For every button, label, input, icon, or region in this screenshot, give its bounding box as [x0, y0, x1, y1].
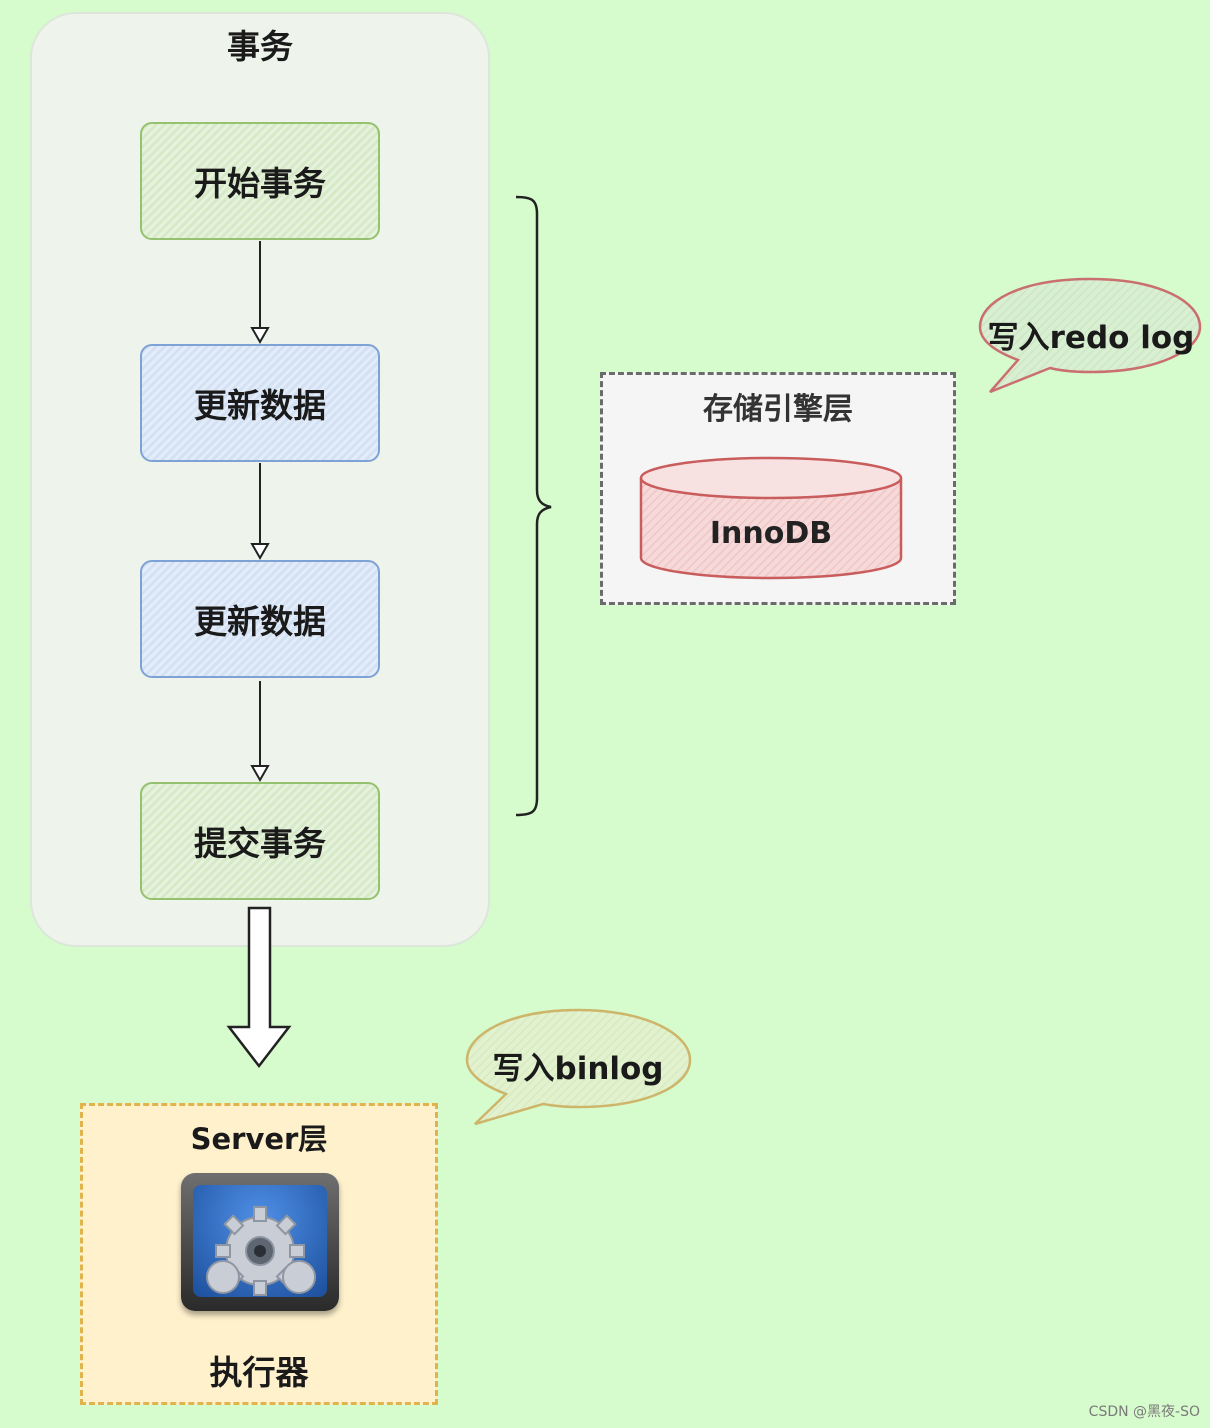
binlog-callout-text: 写入binlog	[492, 1051, 664, 1087]
server-layer-title: Server层	[190, 1122, 328, 1156]
step-label: 开始事务	[194, 164, 326, 203]
step-update-data-1: 更新数据	[140, 344, 380, 462]
storage-engine-layer-title: 存储引擎层	[703, 392, 853, 427]
connector-update-to-update	[250, 463, 270, 561]
redo-log-callout	[978, 277, 1202, 394]
step-update-data-2: 更新数据	[140, 560, 380, 678]
innodb-database	[639, 456, 903, 580]
watermark: CSDN @黑夜-SO	[1088, 1404, 1200, 1420]
step-label: 更新数据	[194, 386, 326, 425]
gear-icon	[181, 1173, 339, 1311]
transaction-brace	[515, 195, 552, 817]
executor-label: 执行器	[209, 1353, 309, 1392]
transaction-group-title: 事务	[227, 27, 293, 66]
step-commit-transaction: 提交事务	[140, 782, 380, 900]
connector-begin-to-update	[250, 241, 270, 345]
arrow-to-server-layer	[226, 906, 292, 1069]
redo-log-callout-text: 写入redo log	[987, 320, 1195, 356]
connector-update-to-commit	[250, 681, 270, 783]
step-label: 更新数据	[194, 602, 326, 641]
binlog-callout	[465, 1008, 692, 1126]
step-begin-transaction: 开始事务	[140, 122, 380, 240]
step-label: 提交事务	[194, 824, 326, 863]
innodb-label: InnoDB	[709, 516, 833, 551]
